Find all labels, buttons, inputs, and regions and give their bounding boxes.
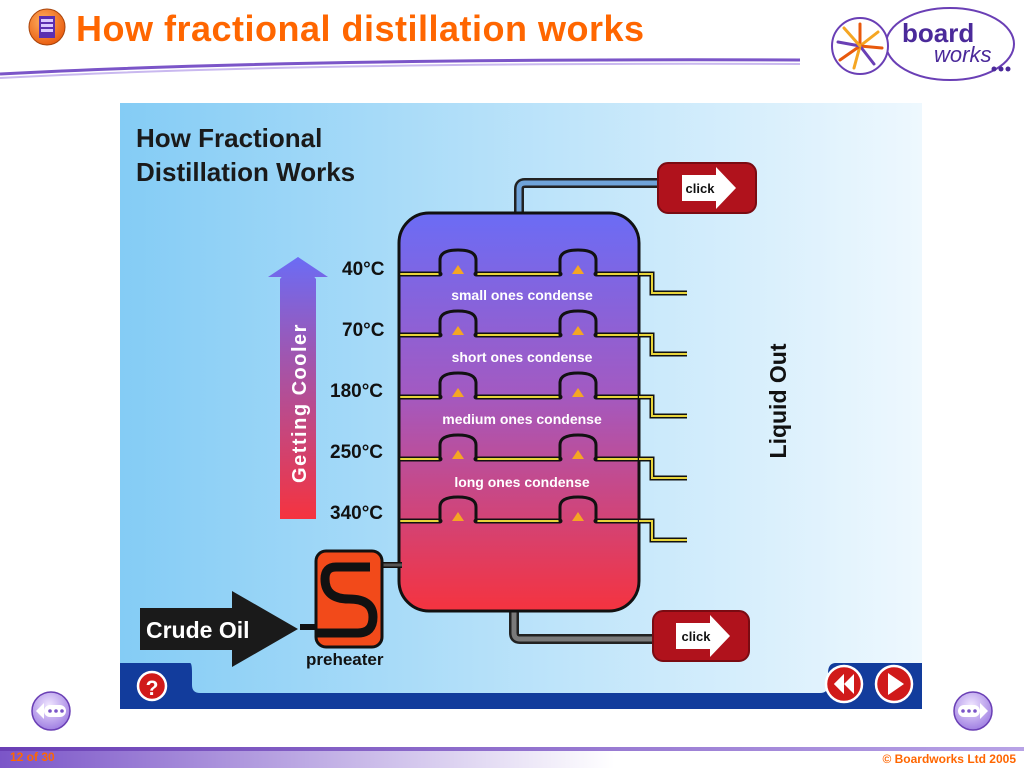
previous-slide-button[interactable] bbox=[30, 690, 72, 732]
fraction-label: short ones condense bbox=[452, 349, 593, 365]
fraction-label: medium ones condense bbox=[442, 411, 602, 427]
temperature-label: 70°C bbox=[342, 320, 385, 341]
next-slide-button[interactable] bbox=[952, 690, 994, 732]
crude-oil-arrow: Crude Oil bbox=[140, 591, 298, 667]
preheater bbox=[314, 549, 384, 649]
liquid-out-label: Liquid Out bbox=[765, 343, 791, 458]
column-trays bbox=[398, 248, 640, 524]
play-icon bbox=[888, 673, 904, 695]
help-icon: ? bbox=[146, 677, 159, 700]
title-divider bbox=[0, 58, 800, 79]
click-button-bottom-label: click bbox=[682, 629, 712, 644]
logo-works-text: works bbox=[934, 42, 991, 67]
rewind-button[interactable] bbox=[824, 664, 864, 704]
next-slide-icon bbox=[958, 703, 988, 719]
temperature-label: 180°C bbox=[330, 381, 383, 402]
book-icon bbox=[28, 8, 66, 46]
previous-slide-icon bbox=[36, 703, 66, 719]
boardworks-logo: board works bbox=[831, 7, 1015, 81]
help-button[interactable]: ? bbox=[136, 670, 168, 702]
logo-board-text: board bbox=[902, 18, 974, 48]
getting-cooler-arrow: Getting Cooler bbox=[268, 257, 328, 519]
page-indicator: 12 of 30 bbox=[10, 750, 55, 764]
crude-oil-label: Crude Oil bbox=[146, 617, 250, 643]
fraction-label: small ones condense bbox=[451, 287, 593, 303]
fraction-label: long ones condense bbox=[454, 474, 590, 490]
distillation-diagram-panel: How Fractional Distillation Works Gettin… bbox=[120, 103, 922, 709]
sunburst-logo-icon bbox=[831, 17, 889, 75]
click-button-top[interactable]: click bbox=[657, 162, 757, 214]
click-button-bottom[interactable]: click bbox=[652, 610, 750, 662]
temperature-label: 340°C bbox=[330, 503, 383, 524]
copyright-text: © Boardworks Ltd 2005 bbox=[882, 752, 1016, 766]
footer-bar: 12 of 30 © Boardworks Ltd 2005 bbox=[0, 747, 1024, 768]
getting-cooler-label: Getting Cooler bbox=[289, 323, 311, 483]
play-button[interactable] bbox=[874, 664, 914, 704]
diagram-heading-line2: Distillation Works bbox=[136, 157, 355, 187]
preheater-label: preheater bbox=[306, 650, 384, 669]
diagram-heading-line1: How Fractional bbox=[136, 123, 322, 153]
slide-title: How fractional distillation works bbox=[76, 8, 645, 49]
click-button-top-label: click bbox=[686, 181, 716, 196]
temperature-label: 40°C bbox=[342, 259, 385, 280]
outlet-pipes bbox=[639, 271, 687, 543]
temperature-label: 250°C bbox=[330, 442, 383, 463]
